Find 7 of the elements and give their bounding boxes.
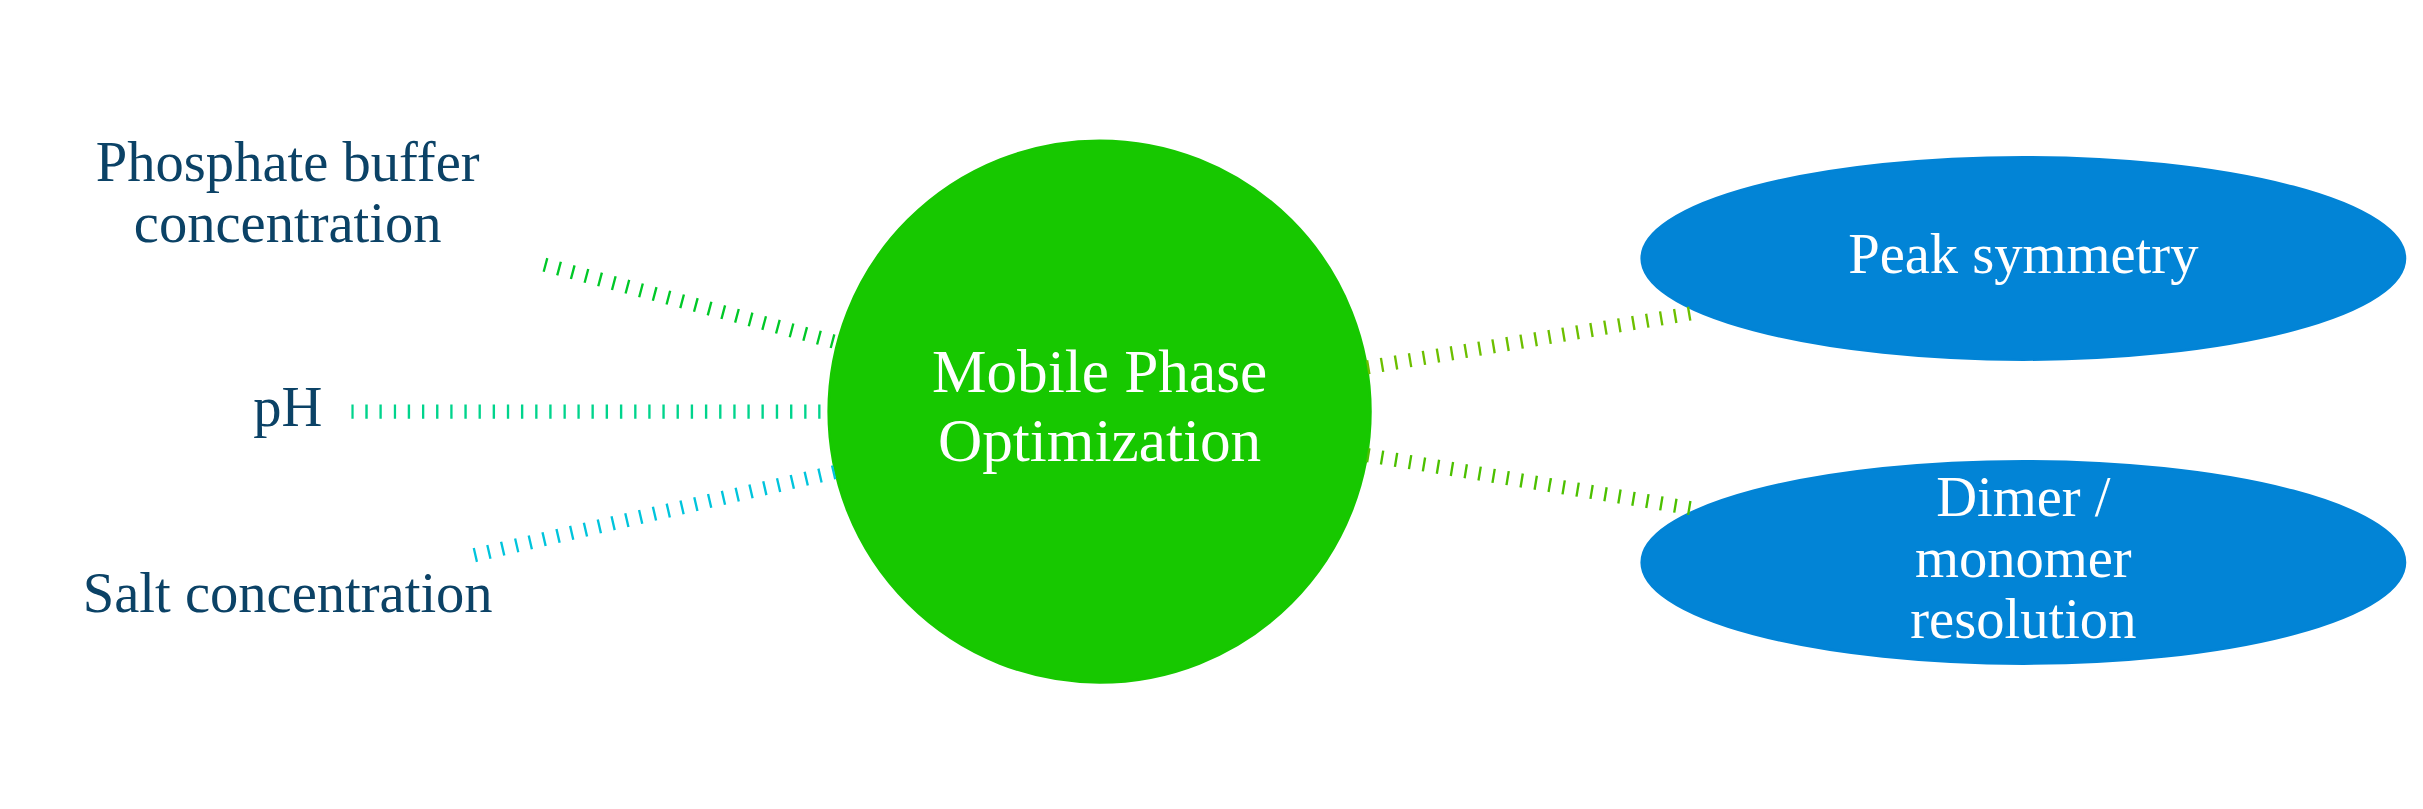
connector [472, 465, 837, 563]
node-text: Salt concentration [82, 562, 493, 625]
node-circle: Mobile Phase Optimization [827, 139, 1372, 684]
node-text: Phosphate buffer concentration [95, 131, 480, 255]
node-ellipse: Dimer / monomer resolution [1640, 459, 2407, 665]
node-ellipse: Peak symmetry [1640, 155, 2407, 361]
node-text: pH [253, 376, 323, 439]
